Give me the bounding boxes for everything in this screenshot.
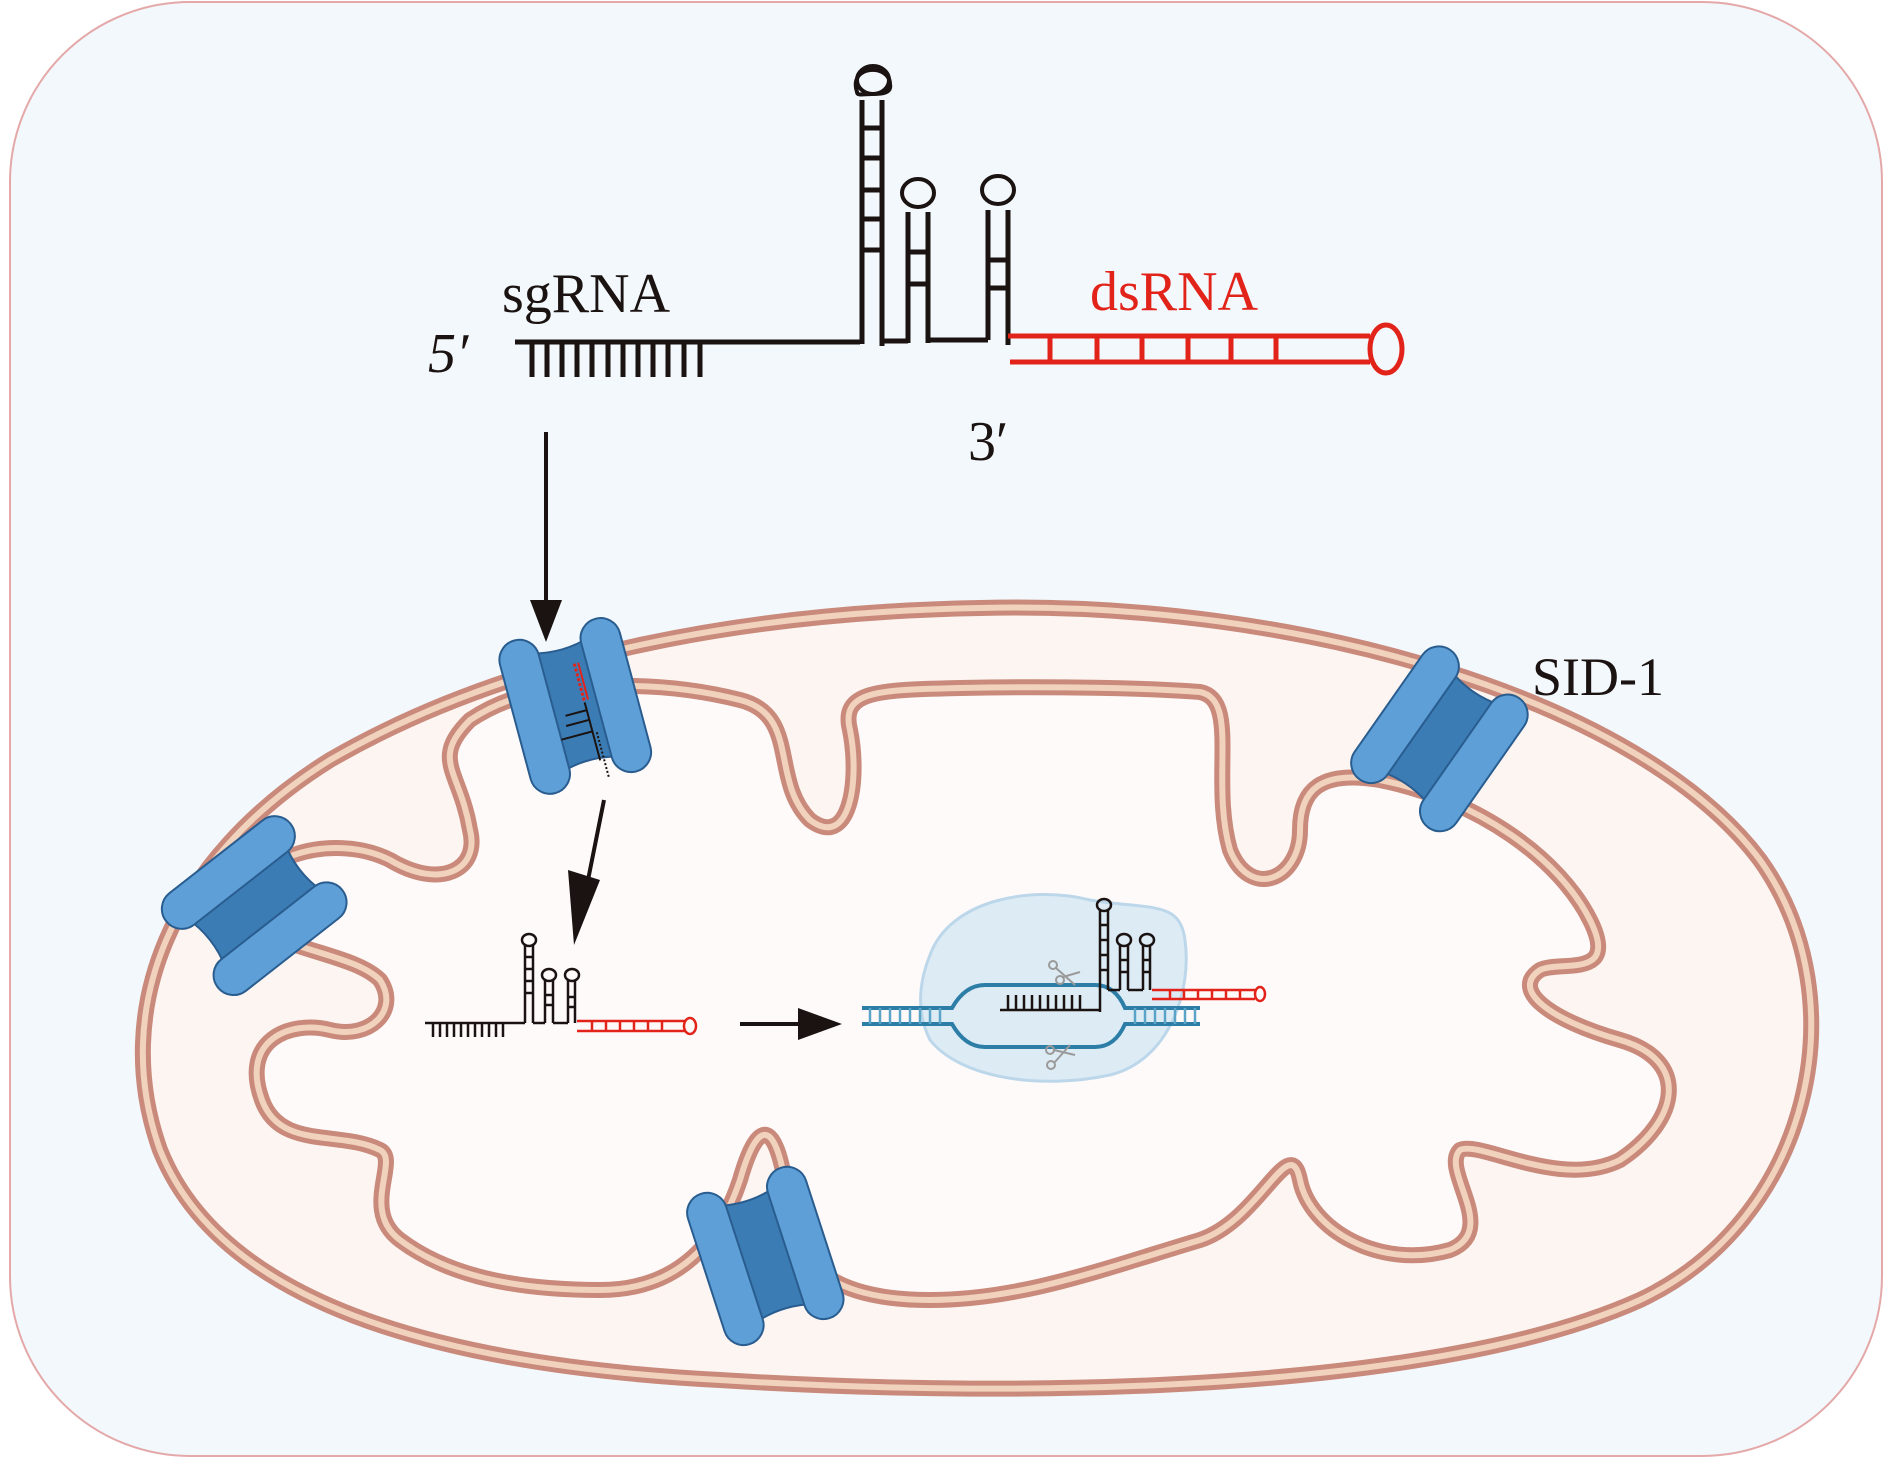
scissors-icon-top — [1048, 960, 1081, 986]
sid1-channel-bottom — [686, 1165, 845, 1347]
hairpin-medium-1 — [900, 177, 936, 343]
five-prime-label: 5′ — [428, 323, 469, 385]
sid1-channel-left — [160, 815, 348, 997]
sgrna-construct-small — [425, 932, 698, 1037]
hairpin-medium-2 — [980, 174, 1016, 345]
arrow-into-channel — [530, 432, 562, 642]
three-prime-label: 3′ — [968, 411, 1008, 473]
dsrna-stem — [1008, 322, 1405, 376]
arrow-to-cas-complex — [740, 1008, 842, 1040]
cas-dna-complex — [862, 893, 1267, 1083]
sgrna-in-channel — [561, 662, 610, 777]
sid1-channel-entry — [498, 617, 653, 795]
arrow-into-matrix — [568, 799, 606, 945]
hairpin-large — [691, 64, 893, 346]
dsrna-label: dsRNA — [1090, 261, 1259, 323]
sgrna-label: sgRNA — [502, 263, 671, 325]
spacer-teeth — [529, 342, 703, 377]
sgrna-dsrna-construct — [515, 64, 1016, 377]
sid1-label: SID-1 — [1532, 647, 1664, 707]
dna-rungs — [868, 1008, 1197, 1024]
scissors-icon-bottom — [1045, 1044, 1076, 1070]
sid1-channel-right — [1350, 645, 1529, 833]
